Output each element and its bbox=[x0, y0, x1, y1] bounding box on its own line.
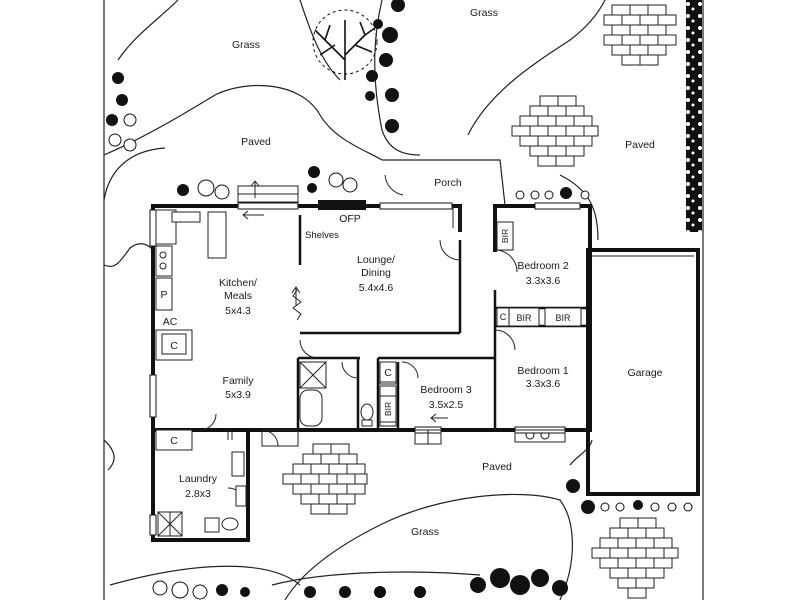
label-shelves: Shelves bbox=[305, 230, 339, 241]
label-cupboard-bath: C bbox=[384, 367, 392, 379]
room-name-family: Family bbox=[223, 375, 255, 387]
label-grass-left: Grass bbox=[232, 39, 260, 51]
room-name-laundry: Laundry bbox=[179, 473, 218, 485]
garden-edges bbox=[103, 0, 606, 600]
laundry-fixtures bbox=[157, 451, 247, 537]
room-name-kitchen-2: Meals bbox=[224, 290, 252, 302]
label-cupboard-kitchen: C bbox=[170, 340, 178, 352]
room-name-garage: Garage bbox=[627, 367, 662, 379]
room-name-lounge-2: Dining bbox=[361, 267, 391, 279]
fireplace bbox=[318, 200, 366, 210]
label-paved-right: Paved bbox=[625, 139, 655, 151]
label-pantry: P bbox=[160, 289, 167, 301]
room-name-bedroom-2: Bedroom 2 bbox=[517, 260, 569, 272]
kitchen-fixtures bbox=[155, 209, 302, 451]
label-grass-bottom: Grass bbox=[411, 526, 439, 538]
label-bir-bed2: BIR bbox=[500, 229, 510, 243]
site-boundary bbox=[103, 0, 704, 600]
room-name-kitchen: Kitchen/ bbox=[219, 277, 257, 289]
shrub-cluster-top bbox=[365, 0, 405, 133]
shrub-cluster-left bbox=[106, 72, 137, 152]
room-name-bedroom-3: Bedroom 3 bbox=[420, 384, 472, 396]
label-bir-bed3: BIR bbox=[383, 402, 393, 416]
steps-and-arrows bbox=[169, 180, 566, 536]
room-size-bedroom-1: 3.3x3.6 bbox=[526, 378, 561, 390]
room-size-family: 5x3.9 bbox=[225, 389, 251, 401]
brick-paving-top-right bbox=[603, 4, 677, 66]
room-size-bedroom-2: 3.3x3.6 bbox=[526, 275, 561, 287]
shrub-cluster-front bbox=[177, 166, 590, 200]
label-grass-top: Grass bbox=[470, 7, 498, 19]
label-cupboard-laundry: C bbox=[170, 435, 178, 447]
label-porch: Porch bbox=[434, 177, 462, 189]
room-name-lounge: Lounge/ bbox=[357, 254, 395, 266]
brick-paving-lower-right bbox=[591, 517, 679, 599]
labels: Grass Grass Paved Paved Porch OFP Shelve… bbox=[160, 7, 662, 538]
brick-paving-mid-right bbox=[511, 95, 599, 167]
room-size-lounge: 5.4x4.6 bbox=[359, 282, 394, 294]
hedge bbox=[686, 0, 702, 232]
label-ac: AC bbox=[163, 316, 178, 328]
label-cupboard-bed: C bbox=[500, 312, 507, 322]
room-name-bedroom-1: Bedroom 1 bbox=[517, 365, 569, 377]
label-ofp: OFP bbox=[339, 213, 361, 225]
tree-icon bbox=[312, 9, 378, 80]
room-size-kitchen: 5x4.3 bbox=[225, 305, 251, 317]
label-bir-mid: BIR bbox=[516, 313, 532, 323]
label-bir-bed1: BIR bbox=[555, 313, 571, 323]
label-paved-bottom: Paved bbox=[482, 461, 512, 473]
label-paved-left: Paved bbox=[241, 136, 271, 148]
room-size-bedroom-3: 3.5x2.5 bbox=[429, 399, 464, 411]
brick-paving-lower-left bbox=[282, 443, 368, 515]
storage-boxes bbox=[379, 221, 582, 423]
room-size-laundry: 2.8x3 bbox=[185, 488, 211, 500]
